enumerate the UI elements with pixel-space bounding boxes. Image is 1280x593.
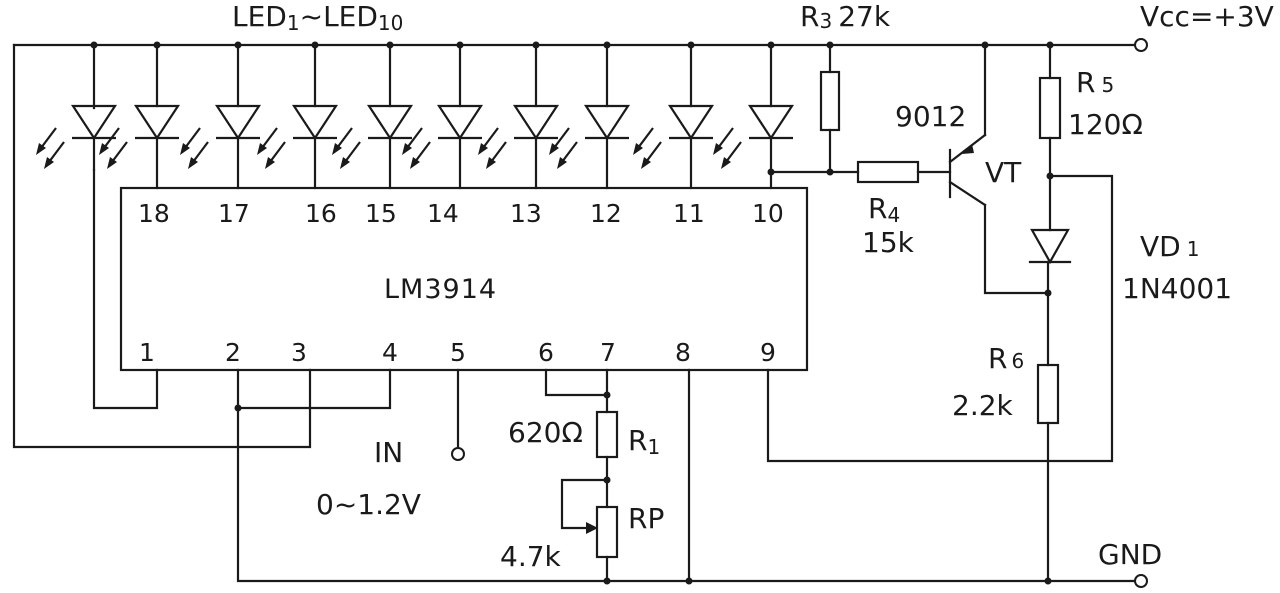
pin-1: 1 [139,338,155,367]
svg-text:120Ω: 120Ω [1068,108,1143,141]
svg-text:620Ω: 620Ω [508,416,583,449]
pin-4: 4 [382,338,398,367]
led-3 [178,41,262,190]
led-1 [34,41,159,410]
svg-text:R6: R6 [988,342,1024,375]
pin-13: 13 [510,199,542,228]
svg-text:VD1: VD1 [1140,230,1199,263]
r3-r4-network [767,41,952,184]
pin-14: 14 [427,199,459,228]
pin-9: 9 [760,338,776,367]
led-7 [476,41,560,190]
r4-label: R4 15k [862,192,915,259]
r1-rp-network [544,368,619,583]
vcc-rail [12,38,1148,52]
top-pin-labels: 18 17 16 15 14 13 12 11 10 [138,199,784,228]
pin-6: 6 [538,338,554,367]
led-4 [255,41,339,190]
pin-15: 15 [365,199,397,228]
gnd-rail [236,368,1148,588]
svg-text:R4: R4 [868,192,900,227]
pin-2: 2 [225,338,241,367]
pin-16: 16 [305,199,337,228]
svg-text:RP: RP [628,502,664,535]
svg-text:IN: IN [374,436,403,469]
svg-text:LED1~LED10: LED1~LED10 [232,0,403,35]
vcc-label: Vcc=+3V [1140,0,1274,33]
input-labels: IN 0~1.2V [316,436,421,521]
input-terminal [451,368,465,461]
pin-18: 18 [138,199,170,228]
svg-text:4.7k: 4.7k [500,540,562,573]
lm3914-chip [119,186,809,372]
rp-labels: RP 4.7k [500,502,664,573]
svg-text:1N4001: 1N4001 [1122,272,1232,305]
led-10 [711,41,795,190]
led-range-label: LED1~LED10 [232,0,403,35]
pin-3: 3 [291,338,307,367]
transistor-labels: 9012 VT [895,100,1022,189]
svg-text:2.2k: 2.2k [952,389,1014,422]
pin-11: 11 [673,199,705,228]
pin-7: 7 [600,338,616,367]
led-array [34,41,795,410]
pin2-pin4-link [234,368,392,412]
led-9 [631,41,715,190]
pin-17: 17 [218,199,250,228]
led-6 [400,41,484,190]
pin-12: 12 [590,199,622,228]
svg-text:R1: R1 [628,424,660,459]
transistor-vt [948,41,1052,297]
svg-text:R5: R5 [1076,66,1114,99]
svg-text:VT: VT [985,156,1022,189]
pin-5: 5 [450,338,466,367]
svg-text:9012: 9012 [895,100,966,133]
led-5 [330,41,414,190]
right-branch [766,41,1114,583]
gnd-label: GND [1098,538,1162,571]
chip-name: LM3914 [384,274,497,305]
bottom-pin-labels: 1 2 3 4 5 6 7 8 9 [139,338,776,367]
led-2 [97,41,181,190]
svg-text:0~1.2V: 0~1.2V [316,488,421,521]
pin-8: 8 [675,338,691,367]
pin-10: 10 [752,199,784,228]
r1-labels: 620Ω R1 [508,416,660,459]
led-8 [547,41,631,190]
svg-text:15k: 15k [862,226,915,259]
